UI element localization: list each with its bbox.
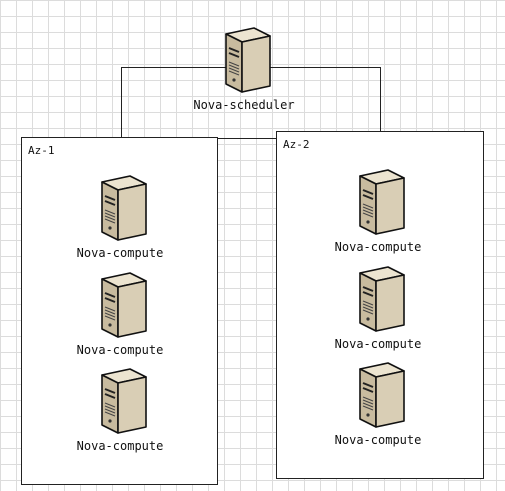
node-label: Nova-compute (76, 246, 164, 260)
node-label: Nova-compute (76, 343, 164, 357)
zone-label: Az-2 (283, 138, 310, 151)
nova-compute-node[interactable]: Nova-compute (318, 265, 438, 351)
server-icon (214, 26, 274, 96)
nova-compute-node[interactable]: Nova-compute (60, 271, 180, 357)
nova-compute-node[interactable]: Nova-compute (60, 367, 180, 453)
nova-compute-node[interactable]: Nova-compute (60, 174, 180, 260)
server-icon (348, 361, 408, 431)
node-label: Nova-compute (76, 439, 164, 453)
node-label: Nova-compute (334, 433, 422, 447)
server-icon (90, 174, 150, 244)
server-icon (90, 367, 150, 437)
node-label: Nova-scheduler (193, 98, 295, 112)
server-icon (348, 168, 408, 238)
nova-compute-node[interactable]: Nova-compute (318, 361, 438, 447)
nova-scheduler-node[interactable]: Nova-scheduler (184, 26, 304, 112)
server-icon (348, 265, 408, 335)
zone-label: Az-1 (28, 144, 55, 157)
node-label: Nova-compute (334, 240, 422, 254)
nova-compute-node[interactable]: Nova-compute (318, 168, 438, 254)
server-icon (90, 271, 150, 341)
node-label: Nova-compute (334, 337, 422, 351)
